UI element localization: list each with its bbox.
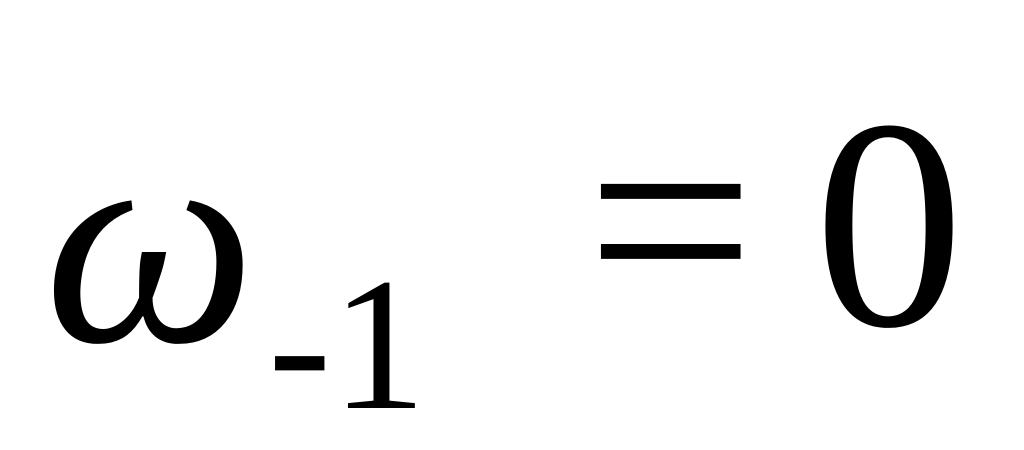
subscript-minus-one: -1 bbox=[268, 240, 427, 450]
omega-symbol: ω bbox=[44, 74, 256, 406]
zero-value: 0 bbox=[814, 58, 964, 390]
equals-sign: = bbox=[586, 54, 756, 386]
